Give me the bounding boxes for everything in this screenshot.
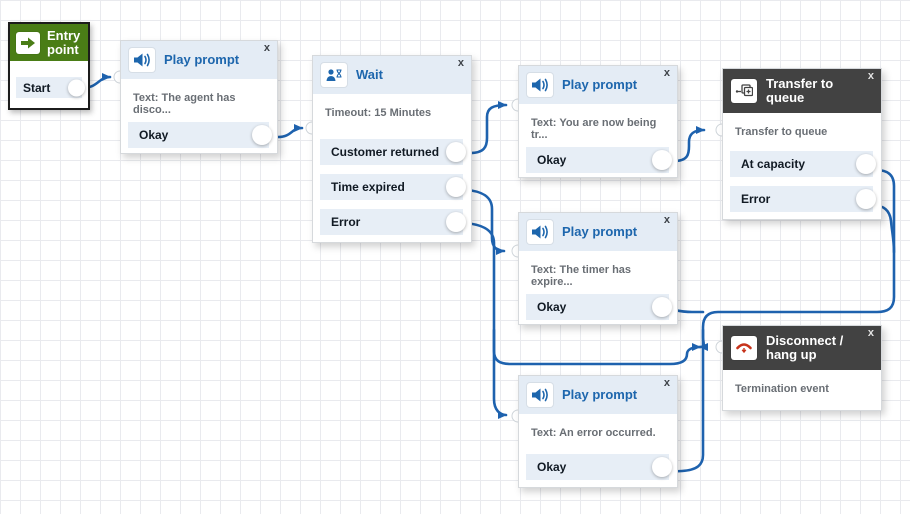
output-row-okay: Okay [128, 122, 272, 148]
output-label: Time expired [331, 180, 405, 194]
output-label: At capacity [741, 157, 806, 171]
output-row-okay: Okay [526, 454, 672, 480]
entry-point-icon [16, 31, 40, 54]
output-row-customer-returned: Customer returned [320, 139, 466, 165]
node-description: Text: An error occurred. [531, 427, 656, 439]
node-description: Text: You are now being tr... [531, 117, 657, 141]
node-title: Play prompt [164, 52, 240, 68]
close-icon[interactable]: x [457, 57, 464, 69]
output-label: Start [23, 80, 51, 95]
output-row-at-capacity: At capacity [730, 151, 876, 177]
speaker-icon [527, 220, 553, 244]
node-title: Play prompt [562, 224, 638, 240]
connector-wait-customer-returned-to-play-prompt-2[interactable] [455, 101, 508, 155]
close-icon[interactable]: x [263, 42, 270, 54]
output-row-error: Error [320, 209, 466, 235]
close-icon[interactable]: x [663, 377, 670, 389]
node-description: Termination event [735, 383, 829, 395]
output-row-time-expired: Time expired [320, 174, 466, 200]
node-wait[interactable]: Wait x Timeout: 15 Minutes Customer retu… [312, 55, 472, 243]
transfer-to-queue-icon [731, 79, 757, 103]
output-port[interactable] [652, 457, 672, 477]
node-title: Disconnect / hang up [766, 333, 844, 362]
output-port[interactable] [446, 177, 466, 197]
output-port[interactable] [652, 150, 672, 170]
node-description: Text: The agent has disco... [133, 92, 236, 116]
output-label: Okay [537, 460, 567, 474]
output-row-okay: Okay [526, 147, 672, 173]
node-disconnect[interactable]: Disconnect / hang up x Termination event [722, 325, 882, 411]
output-row-okay: Okay [526, 294, 672, 320]
output-port[interactable] [68, 79, 85, 96]
connector-branch-to-disconnect[interactable] [492, 328, 702, 366]
connector-wait-time-expired-to-play-prompt-3[interactable] [455, 188, 506, 255]
output-label: Customer returned [331, 145, 440, 159]
output-label: Okay [537, 153, 567, 167]
speaker-icon [527, 383, 553, 407]
close-icon[interactable]: x [663, 67, 670, 79]
node-description: Text: The timer has expire... [531, 264, 632, 288]
node-title: Wait [356, 67, 383, 83]
output-row-error: Error [730, 186, 876, 212]
output-port[interactable] [856, 189, 876, 209]
speaker-icon [527, 73, 553, 97]
disconnect-icon [731, 336, 757, 360]
output-port[interactable] [446, 212, 466, 232]
close-icon[interactable]: x [663, 214, 670, 226]
speaker-icon [129, 48, 155, 72]
connector-wait-error-to-play-prompt-4[interactable] [455, 220, 508, 419]
node-title: Entry point [47, 28, 81, 57]
node-entry-point[interactable]: Entry point Start [8, 22, 90, 110]
output-label: Error [741, 192, 771, 206]
output-label: Error [331, 215, 361, 229]
output-label: Okay [139, 128, 169, 142]
output-port[interactable] [856, 154, 876, 174]
node-title: Transfer to queue [766, 76, 834, 105]
output-port[interactable] [252, 125, 272, 145]
node-play-prompt-4[interactable]: Play prompt x Text: An error occurred. O… [518, 375, 678, 488]
node-title: Play prompt [562, 387, 638, 403]
node-title: Play prompt [562, 77, 638, 93]
node-play-prompt-1[interactable]: Play prompt x Text: The agent has disco.… [120, 40, 278, 154]
node-description: Timeout: 15 Minutes [325, 107, 432, 119]
connector-play-prompt-2-okay-to-transfer[interactable] [661, 126, 706, 163]
connector-play-prompt-1-okay-to-wait[interactable] [260, 124, 304, 139]
output-port[interactable] [652, 297, 672, 317]
node-transfer-to-queue[interactable]: Transfer to queue x Transfer to queue At… [722, 68, 882, 220]
output-port[interactable] [446, 142, 466, 162]
close-icon[interactable]: x [867, 70, 874, 82]
node-play-prompt-2[interactable]: Play prompt x Text: You are now being tr… [518, 65, 678, 178]
output-row-start: Start [16, 77, 85, 98]
wait-icon [321, 63, 347, 87]
connector-play-prompt-4-okay[interactable] [661, 328, 705, 474]
node-description: Transfer to queue [735, 126, 828, 138]
node-play-prompt-3[interactable]: Play prompt x Text: The timer has expire… [518, 212, 678, 325]
output-label: Okay [537, 300, 567, 314]
close-icon[interactable]: x [867, 327, 874, 339]
